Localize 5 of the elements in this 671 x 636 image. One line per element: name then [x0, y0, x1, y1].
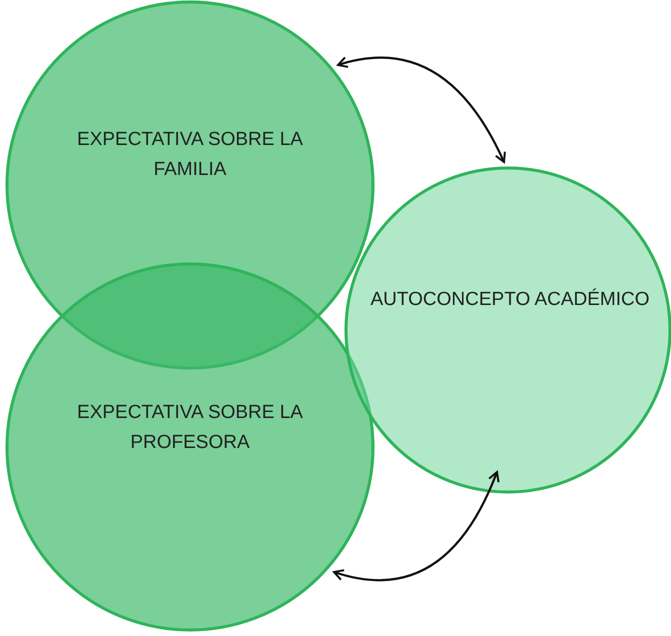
node-label: EXPECTATIVA SOBRE LA PROFESORA — [76, 401, 304, 455]
double-arrow — [333, 471, 500, 582]
node-label: EXPECTATIVA SOBRE LA FAMILIA — [76, 128, 304, 182]
double-arrow — [337, 56, 506, 163]
node-label: AUTOCONCEPTO ACADÉMICO — [370, 288, 650, 312]
